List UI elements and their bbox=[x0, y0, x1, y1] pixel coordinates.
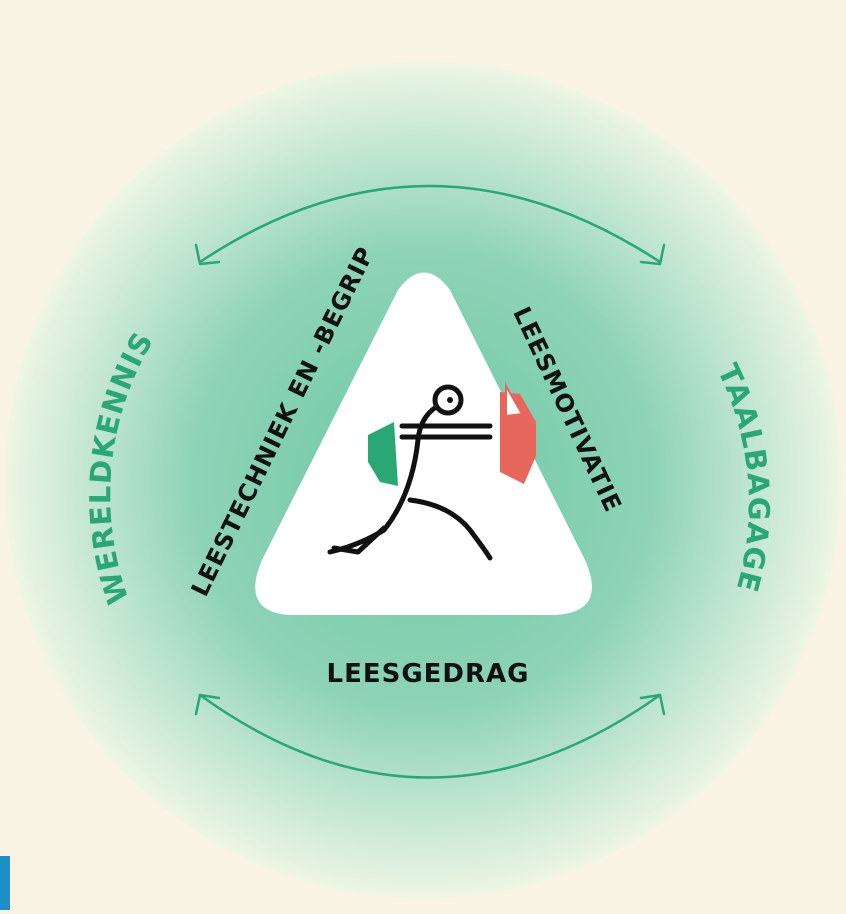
running-reader-icon bbox=[327, 382, 536, 561]
bottom-arrow-icon bbox=[194, 693, 666, 779]
edge-bar bbox=[0, 856, 10, 910]
label-leesgedrag: LEESGEDRAG bbox=[327, 659, 530, 689]
top-arrow-icon bbox=[194, 184, 666, 266]
center-triangle bbox=[255, 272, 592, 615]
